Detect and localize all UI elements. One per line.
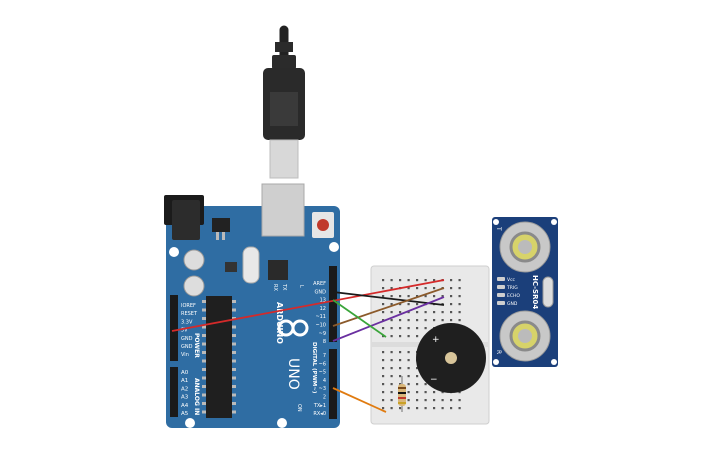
digital-pin-label: ~9 [319, 331, 326, 337]
digital-pin-label: 4 [323, 378, 326, 384]
analog-pin-label: A4 [181, 403, 189, 409]
power-pin-label: GND [181, 336, 193, 342]
receiver [499, 310, 551, 362]
rx-label: RX [272, 284, 278, 291]
sensor-pin[interactable] [497, 293, 505, 297]
power-pin-label: 3.3V [181, 319, 193, 325]
wire-orange[interactable] [332, 387, 387, 413]
digital-pin-label: GND [315, 289, 327, 295]
usb-cable[interactable] [263, 25, 305, 179]
arduino-model-label: UNO [285, 358, 301, 390]
wires[interactable] [171, 279, 445, 413]
wire-brown[interactable] [332, 287, 445, 327]
digital-pin-label: 13 [320, 298, 326, 304]
power-pin-label: IOREF [181, 303, 196, 309]
sensor-pin[interactable] [497, 301, 505, 305]
digital-pin-label: 2 [323, 395, 326, 401]
buzzer-minus-label: − [430, 375, 438, 385]
analog-pin-label: A0 [181, 370, 189, 376]
sensor-pin[interactable] [497, 285, 505, 289]
usb-port [261, 183, 305, 237]
wire-red[interactable] [171, 279, 445, 332]
power-header-title: POWER [193, 333, 200, 358]
digital-pin-label: RX◂0 [313, 411, 326, 417]
buzzer-plus-label: + [432, 335, 440, 345]
digital-pin-label: ~5 [319, 370, 326, 376]
digital-pin-label: ~6 [319, 361, 326, 367]
digital-pin-label: AREF [313, 281, 326, 287]
analog-pin-label: A5 [181, 411, 189, 417]
crystal [542, 276, 554, 308]
sensor-mark-r: R [495, 350, 502, 354]
digital-pin-label: ~3 [319, 386, 326, 392]
power-pin-label: 5V [181, 328, 188, 334]
sensor-pin[interactable] [497, 277, 505, 281]
arduino-uno-board[interactable]: ARDUINO UNO ON TX RX L POWER ANALOG IN D… [164, 183, 340, 428]
arduino-brand-label: ARDUINO [275, 302, 284, 344]
digital-pin-label: ~10 [315, 323, 326, 329]
atmega-chip [206, 296, 232, 418]
resistor[interactable] [398, 376, 406, 412]
wire-purple[interactable] [332, 296, 445, 342]
analog-pin-label: A3 [181, 395, 189, 401]
sensor-model-label: HC-SR04 [531, 275, 539, 309]
digital-pin-label: 12 [320, 306, 326, 312]
transmitter [499, 221, 551, 273]
digital-pin-label: ~11 [315, 314, 326, 320]
arduino-logo [277, 319, 309, 337]
wire-green[interactable] [332, 299, 387, 338]
piezo-buzzer[interactable]: + − [416, 323, 486, 393]
power-pin-label: RESET [181, 311, 198, 317]
digital-header-title: DIGITAL (PWM~) [311, 342, 317, 394]
tx-label: TX [281, 283, 287, 291]
power-pin-label: GND [181, 344, 193, 350]
sensor-pin-label: GND [507, 301, 518, 307]
sensor-pin-label: ECHO [507, 293, 520, 299]
digital-pin-label: TX▸1 [313, 403, 326, 409]
digital-pin-label: 8 [323, 339, 326, 345]
sensor-pin-label: TRIG [506, 285, 518, 291]
power-pin-label: Vin [181, 352, 189, 358]
analog-header-title: ANALOG IN [193, 378, 200, 415]
sensor-pin-label: Vcc [507, 277, 516, 283]
l-led-label: L [298, 285, 304, 288]
sensor-mark-t: T [495, 226, 502, 231]
wire-black[interactable] [332, 291, 445, 306]
analog-pin-label: A2 [181, 386, 188, 392]
digital-pin-label: 7 [323, 353, 326, 359]
analog-pin-label: A1 [181, 378, 188, 384]
on-label: ON [296, 404, 302, 412]
